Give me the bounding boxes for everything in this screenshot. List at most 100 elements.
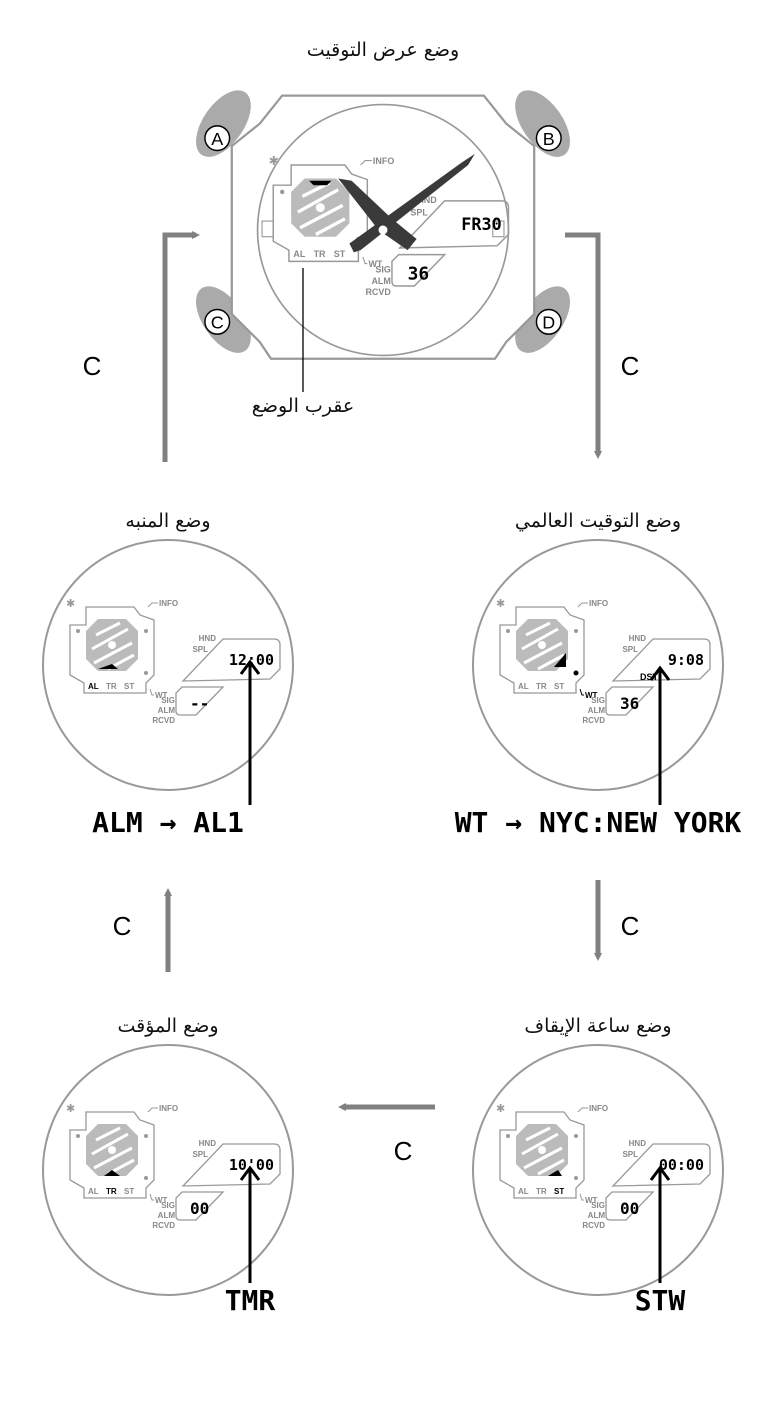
al-indicator: AL	[293, 249, 305, 259]
bluetooth-icon: ✱	[269, 154, 279, 168]
hnd-indicator: HND	[199, 634, 217, 643]
subdial-center	[538, 641, 546, 649]
alm-indicator: ALM	[588, 1211, 606, 1220]
timer-code: TMR	[225, 1284, 276, 1317]
lower-display-window	[175, 686, 225, 716]
dot-indicator	[506, 1134, 510, 1138]
c-label-to-stopwatch: C	[621, 911, 640, 941]
al-indicator: AL	[88, 1187, 99, 1196]
subdial-pattern	[297, 181, 346, 236]
subdial-pattern	[521, 1126, 565, 1176]
st-indicator: ST	[554, 1187, 564, 1196]
info-indicator: INFO	[159, 1104, 178, 1113]
subdial-pattern	[91, 621, 135, 671]
upper-digits: 00:00	[659, 1156, 704, 1174]
sig-indicator: SIG	[161, 696, 175, 705]
info-leader	[577, 1107, 588, 1113]
mode-hand-icon	[104, 1170, 120, 1176]
button-d-marker	[535, 308, 562, 335]
stopwatch-code: STW	[635, 1284, 686, 1317]
alarm-mode-title: وضع المنبه	[125, 510, 210, 532]
wt-indicator: WT	[585, 1196, 598, 1205]
mode-hand-icon	[554, 653, 566, 667]
al-indicator: AL	[518, 1187, 529, 1196]
tr-indicator: TR	[106, 682, 117, 691]
bluetooth-icon: ✱	[66, 1102, 75, 1115]
flow-arrow-to-world-time	[565, 232, 602, 459]
wt-leader	[149, 1193, 154, 1201]
tr-indicator: TR	[536, 682, 547, 691]
info-leader	[360, 159, 372, 166]
button-a-label: A	[211, 129, 223, 149]
al-indicator: AL	[518, 682, 529, 691]
subdial-center	[108, 1146, 116, 1154]
mode-hand-icon	[98, 664, 118, 669]
subdial-center	[538, 1146, 546, 1154]
dot-indicator	[76, 1134, 80, 1138]
wt-leader	[579, 688, 584, 696]
bluetooth-icon: ✱	[496, 1102, 505, 1115]
wt-leader	[149, 688, 154, 696]
button-b-marker	[535, 125, 562, 152]
subdial-center	[315, 203, 325, 213]
upper-display-window	[181, 638, 281, 682]
world-time-mode-title: وضع التوقيت العالمي	[515, 510, 681, 532]
lower-digits: 00	[190, 1199, 209, 1218]
dot-indicator	[506, 629, 510, 633]
mode-subdial-outline	[69, 606, 155, 694]
sig-indicator: SIG	[591, 1201, 605, 1210]
main-mode-title: وضع عرض التوقيت	[307, 39, 459, 61]
wt-dot-indicator	[574, 1176, 578, 1180]
alm-indicator: ALM	[158, 1211, 176, 1220]
hnd-indicator: HND	[199, 1139, 217, 1148]
button-d-label: D	[542, 313, 555, 333]
mode-hand-icon	[309, 180, 332, 186]
alm-indicator: ALM	[371, 276, 390, 286]
info-indicator: INFO	[159, 599, 178, 608]
button-c-label: C	[211, 313, 224, 333]
info-indicator: INFO	[589, 1104, 608, 1113]
lower-display-window	[175, 1191, 225, 1221]
dial	[42, 539, 294, 791]
wt-leader	[579, 1193, 584, 1201]
world-time-code: WT → NYC:NEW YORK	[455, 806, 742, 839]
wt-dot-indicator	[144, 671, 148, 675]
st-indicator: ST	[124, 682, 134, 691]
upper-display-window	[181, 1143, 281, 1187]
subdial-pattern	[91, 1126, 135, 1176]
bluetooth-icon: ✱	[496, 597, 505, 610]
mode-hand-icon	[548, 1170, 562, 1176]
c-label-to-alarm: C	[113, 911, 132, 941]
bluetooth-icon: ✱	[66, 597, 75, 610]
rcvd-indicator: RCVD	[152, 1221, 175, 1230]
dot-indicator	[574, 1134, 578, 1138]
hnd-indicator: HND	[417, 195, 437, 205]
st-indicator: ST	[124, 1187, 134, 1196]
dot-indicator	[574, 629, 578, 633]
button-b-label: B	[543, 129, 555, 149]
lower-display-window	[605, 1191, 655, 1221]
dot-indicator	[76, 629, 80, 633]
lower-digits: 36	[408, 263, 430, 284]
alm-indicator: ALM	[588, 706, 606, 715]
mode-subdial-outline	[499, 606, 585, 694]
tr-indicator: TR	[536, 1187, 547, 1196]
c-label-left: C	[83, 351, 102, 381]
upper-digits: 9:08	[668, 651, 704, 669]
upper-display-window	[611, 1143, 711, 1187]
upper-digits: 10'00	[229, 1156, 274, 1174]
lower-display-window	[391, 253, 447, 287]
sig-indicator: SIG	[375, 265, 390, 275]
button-c-marker	[204, 308, 231, 335]
button-a-marker	[204, 125, 231, 152]
hnd-indicator: HND	[629, 1139, 647, 1148]
info-indicator: INFO	[589, 599, 608, 608]
wt-dot-indicator	[573, 670, 579, 676]
stopwatch-mode-title: وضع ساعة الإيقاف	[524, 1015, 671, 1037]
sig-indicator: SIG	[591, 696, 605, 705]
pointer-arrow-stopwatch	[649, 1165, 671, 1283]
subdial-pattern	[521, 621, 565, 671]
